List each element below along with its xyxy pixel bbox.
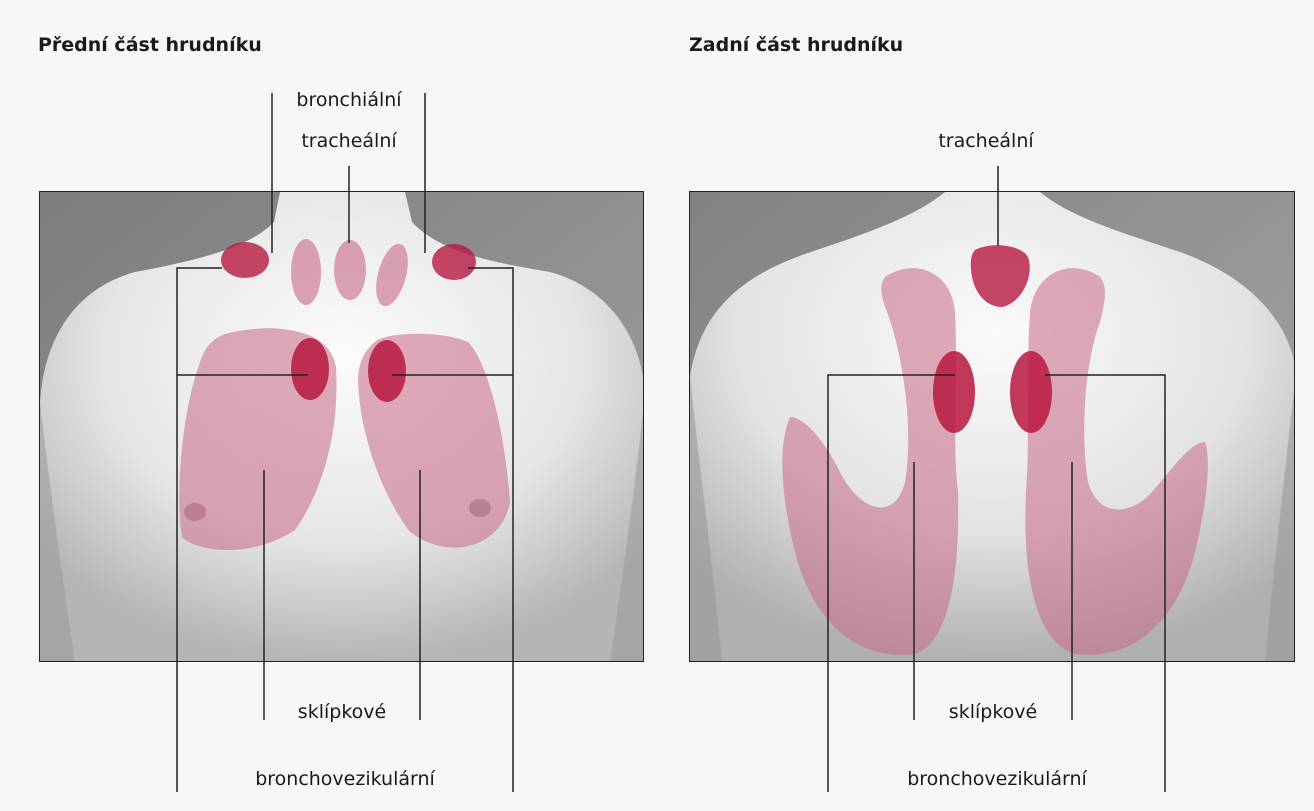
front-label-tracheal: tracheální <box>301 130 396 152</box>
front-chest-illustration <box>39 191 644 662</box>
front-label-vesicular: sklípkové <box>298 701 386 723</box>
front-bronchial-zone-left <box>221 242 269 278</box>
back-panel-title: Zadní část hrudníku <box>689 34 903 56</box>
front-tracheal-zone-left <box>291 239 321 305</box>
front-tracheal-zones <box>291 239 414 310</box>
back-label-vesicular: sklípkové <box>949 701 1037 723</box>
back-label-tracheal: tracheální <box>938 130 1033 152</box>
front-panel-title: Přední část hrudníku <box>38 34 262 56</box>
back-bronchovesicular-zone-right <box>1010 351 1052 433</box>
front-label-bronchial: bronchiální <box>296 89 401 111</box>
back-chest-illustration <box>689 191 1295 662</box>
back-bronchovesicular-zone-left <box>933 351 975 433</box>
front-bronchial-zone-right <box>432 244 476 280</box>
front-tracheal-zone-center <box>334 240 366 300</box>
front-bronchovesicular-zone-left <box>291 338 329 400</box>
front-label-bronchovesicular: bronchovezikulární <box>255 768 435 790</box>
back-label-bronchovesicular: bronchovezikulární <box>907 768 1087 790</box>
front-bronchovesicular-zone-right <box>368 340 406 402</box>
